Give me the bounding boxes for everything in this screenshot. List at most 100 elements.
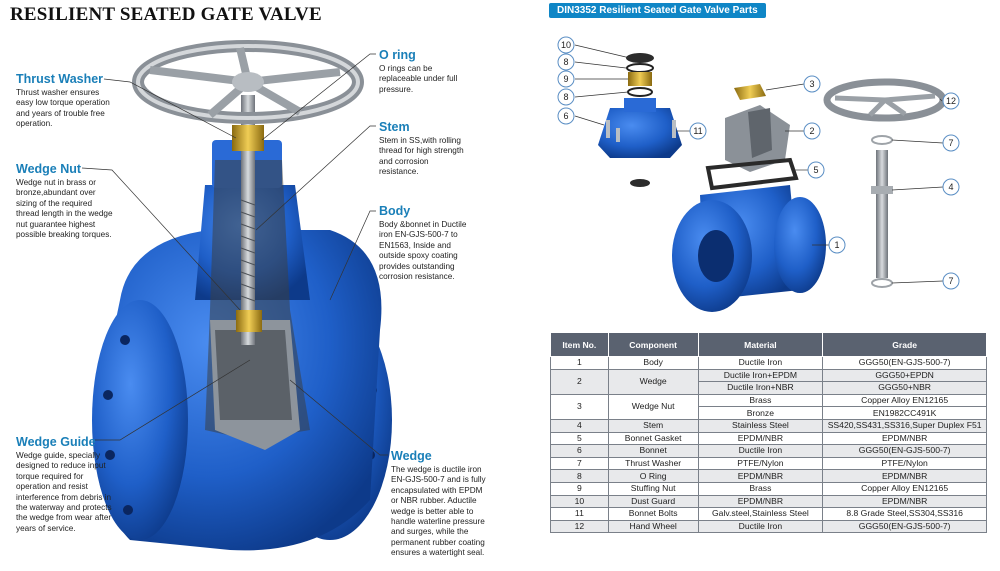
callout-wedge-nut: Wedge Nut Wedge nut in brass or bronze,a… — [16, 162, 116, 240]
cell-item: 3 — [550, 393, 609, 420]
part-label-7-upper: 7 — [948, 138, 953, 148]
table-row: 8 O Ring EPDM/NBR EPDM/NBR — [550, 469, 987, 483]
cell-component: O Ring — [607, 469, 699, 483]
part-label-10: 10 — [561, 40, 571, 50]
table-row: 11 Bonnet Bolts Galv.steel,Stainless Ste… — [550, 507, 987, 521]
callout-text: Stem in SS,with rolling thread for high … — [379, 136, 464, 177]
cell-material: Stainless Steel — [697, 418, 824, 433]
part-label-11: 11 — [693, 126, 702, 136]
callout-title: O ring — [379, 48, 416, 62]
cell-item: 7 — [550, 456, 609, 471]
cell-component: Dust Guard — [607, 494, 699, 509]
cell-grade: 8.8 Grade Steel,SS304,SS316 — [822, 507, 987, 521]
header-item-no: Item No. — [550, 332, 609, 357]
callout-text: Thrust washer ensures easy low torque op… — [16, 88, 110, 129]
cell-item: 2 — [550, 368, 609, 395]
cell-material: EPDM/NBR — [697, 494, 824, 509]
header-grade: Grade — [822, 332, 987, 357]
cell-item: 1 — [550, 356, 609, 370]
cell-grade: GGG50(EN-GJS-500-7) — [822, 356, 987, 370]
cell-component: Thrust Washer — [607, 456, 699, 471]
table-row: Bronze EN1982CC491K — [551, 406, 987, 420]
cell-item: 11 — [550, 507, 609, 521]
part-label-12: 12 — [946, 96, 956, 106]
table-row: 12 Hand Wheel Ductile Iron GGG50(EN-GJS-… — [550, 519, 987, 534]
table-row: 10 Dust Guard EPDM/NBR EPDM/NBR — [550, 494, 987, 509]
cell-component: Stuffing Nut — [607, 481, 699, 496]
cell-grade: EN1982CC491K — [822, 406, 987, 420]
table-row: 5 Bonnet Gasket EPDM/NBR EPDM/NBR — [550, 431, 987, 446]
cell-grade: PTFE/Nylon — [822, 456, 987, 471]
cell-grade: Copper Alloy EN12165 — [822, 481, 987, 496]
cell-component: Wedge — [607, 368, 699, 395]
cell-grade: GGG50+EPDN — [822, 368, 987, 383]
callout-leaders — [81, 53, 388, 456]
callout-title: Wedge Guide — [16, 435, 96, 449]
callout-title: Thrust Washer — [16, 72, 104, 86]
cell-material: Brass — [697, 393, 824, 408]
part-label-6: 6 — [563, 111, 568, 121]
cell-component: Bonnet — [607, 444, 699, 458]
cell-item: 4 — [550, 418, 609, 433]
page-title: RESILIENT SEATED GATE VALVE — [10, 4, 322, 25]
table-row: 7 Thrust Washer PTFE/Nylon PTFE/Nylon — [550, 456, 987, 471]
callout-wedge: Wedge The wedge is ductile iron EN-GJS-5… — [391, 449, 491, 559]
cell-component: Wedge Nut — [607, 393, 699, 420]
table-row: 3 Wedge Nut Brass Copper Alloy EN12165 — [550, 393, 987, 420]
part-label-8-lower: 8 — [563, 92, 568, 102]
cell-item: 9 — [550, 481, 609, 496]
cell-material: Ductile Iron — [697, 356, 824, 370]
cell-grade: EPDM/NBR — [822, 431, 987, 446]
cell-grade: EPDM/NBR — [822, 494, 987, 509]
cell-grade: EPDM/NBR — [822, 469, 987, 483]
cell-component: Bonnet Bolts — [607, 507, 699, 521]
callout-title: Wedge — [391, 449, 432, 463]
cell-material: EPDM/NBR — [697, 431, 824, 446]
table-row: 4 Stem Stainless Steel SS420,SS431,SS316… — [550, 418, 987, 433]
part-label-9: 9 — [563, 74, 568, 84]
part-label-3: 3 — [809, 79, 814, 89]
cell-item: 8 — [550, 469, 609, 483]
parts-table: Item No. Component Material Grade 1 Body… — [550, 332, 987, 534]
callout-text: The wedge is ductile iron EN-GJS-500-7 a… — [391, 465, 486, 558]
table-row: 2 Wedge Ductile Iron+EPDM GGG50+EPDN — [550, 368, 987, 395]
part-label-2: 2 — [809, 126, 814, 136]
parts-section-title: DIN3352 Resilient Seated Gate Valve Part… — [549, 3, 766, 18]
cell-item: 10 — [550, 494, 609, 509]
cell-material: Galv.steel,Stainless Steel — [697, 507, 824, 521]
cell-item: 6 — [550, 444, 609, 458]
cell-grade: GGG50(EN-GJS-500-7) — [822, 519, 987, 534]
part-number-markers — [557, 36, 960, 290]
table-row: 9 Stuffing Nut Brass Copper Alloy EN1216… — [550, 481, 987, 496]
cell-material: Ductile Iron — [697, 444, 824, 458]
cell-material: EPDM/NBR — [697, 469, 824, 483]
header-material: Material — [697, 332, 824, 357]
part-leaders — [574, 44, 944, 284]
callout-wedge-guide: Wedge Guide Wedge guide, specially desig… — [16, 435, 116, 534]
part-label-5: 5 — [813, 165, 818, 175]
callout-text: Wedge nut in brass or bronze,abundant ov… — [16, 178, 113, 240]
cell-material: Bronze — [697, 406, 824, 420]
callout-stem: Stem Stem in SS,with rolling thread for … — [379, 120, 467, 178]
cell-material: Ductile Iron — [697, 519, 824, 534]
cell-grade: Copper Alloy EN12165 — [822, 393, 987, 408]
callout-text: Body &bonnet in Ductile iron EN-GJS-500-… — [379, 220, 467, 282]
cell-material: Ductile Iron+EPDM — [697, 368, 824, 383]
cutaway-valve-drawing — [92, 40, 392, 551]
exploded-parts-drawing — [598, 53, 947, 312]
callout-title: Body — [379, 204, 411, 218]
header-component: Component — [607, 332, 699, 357]
callout-text: Wedge guide, specially designed to reduc… — [16, 451, 112, 533]
cell-grade: GGG50+NBR — [822, 381, 987, 395]
callout-body: Body Body &bonnet in Ductile iron EN-GJS… — [379, 204, 467, 282]
cell-material: PTFE/Nylon — [697, 456, 824, 471]
cell-component: Bonnet Gasket — [607, 431, 699, 446]
cell-component: Hand Wheel — [607, 519, 699, 534]
table-row: Ductile Iron+NBR GGG50+NBR — [551, 381, 987, 395]
cell-grade: SS420,SS431,SS316,Super Duplex F51 — [822, 418, 987, 433]
callout-title: Wedge Nut — [16, 162, 82, 176]
callout-thrust-washer: Thrust Washer Thrust washer ensures easy… — [16, 72, 116, 130]
cell-grade: GGG50(EN-GJS-500-7) — [822, 444, 987, 458]
cell-material: Brass — [697, 481, 824, 496]
